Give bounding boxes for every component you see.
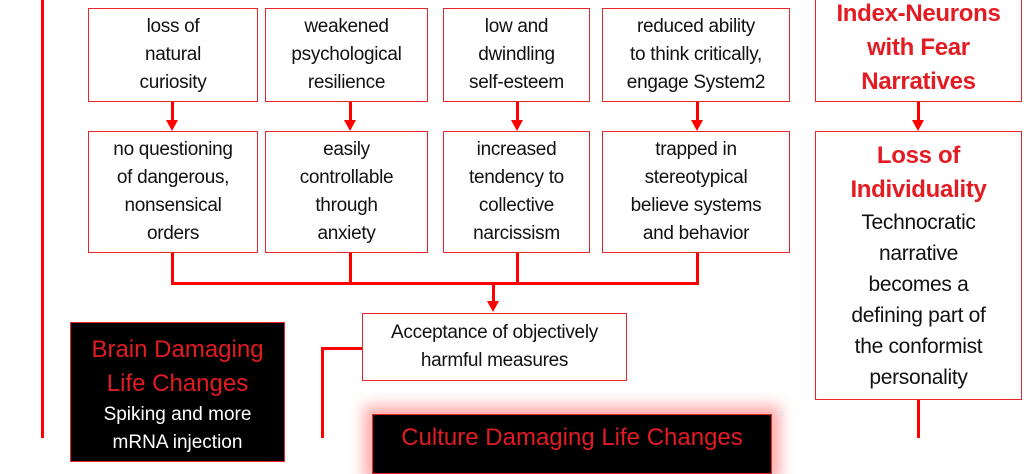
text-line: through xyxy=(315,195,378,216)
text-line: collective xyxy=(478,195,555,216)
text-line: dwindling xyxy=(478,44,555,65)
text-line: mRNA injection xyxy=(112,432,243,453)
title-line: Culture Damaging Life Changes xyxy=(401,424,743,451)
title-line: Loss of xyxy=(876,141,961,169)
text-line: the conformist xyxy=(854,334,983,358)
box-stereotypical-systems: trapped in stereotypical believe systems… xyxy=(602,131,790,253)
text-line: believe systems xyxy=(630,195,762,216)
text-line: weakened xyxy=(304,16,389,37)
connector xyxy=(349,102,352,122)
box-index-neurons: Index-Neurons with Fear Narratives xyxy=(815,0,1022,102)
left-connector-line xyxy=(41,0,44,438)
connector xyxy=(917,400,920,438)
connector xyxy=(321,347,324,438)
box-weakened-resilience: weakened psychological resilience xyxy=(265,8,428,102)
title-line: with Fear xyxy=(867,34,970,61)
box-low-self-esteem: low and dwindling self-esteem xyxy=(443,8,590,102)
text-line: anxiety xyxy=(317,223,376,244)
arrow-down-icon xyxy=(344,120,356,131)
text-line: no questioning xyxy=(113,139,233,160)
connector xyxy=(171,102,174,122)
connector xyxy=(492,282,495,302)
text-line: low and xyxy=(484,16,549,37)
connector xyxy=(171,253,174,285)
arrow-down-icon xyxy=(511,120,523,131)
connector xyxy=(917,102,920,122)
box-loss-of-individuality: Loss of Individuality Technocratic narra… xyxy=(815,131,1022,400)
box-loss-of-curiosity: loss of natural curiosity xyxy=(88,8,258,102)
connector xyxy=(696,253,699,285)
arrow-down-icon xyxy=(487,301,499,312)
box-reduced-critical-thinking: reduced ability to think critically, eng… xyxy=(602,8,790,102)
text-line: orders xyxy=(146,223,200,244)
title-line: Brain Damaging xyxy=(91,336,264,363)
text-line: Acceptance of objectively xyxy=(391,322,598,343)
text-line: reduced ability xyxy=(636,16,756,37)
text-line: and behavior xyxy=(642,223,750,244)
text-line: harmful measures xyxy=(420,350,569,371)
title-line: Index-Neurons xyxy=(836,0,1001,27)
text-line: self-esteem xyxy=(469,72,564,93)
text-line: easily xyxy=(323,139,370,160)
text-line: narcissism xyxy=(473,223,560,244)
text-line: controllable xyxy=(299,167,394,188)
text-line: loss of xyxy=(146,16,200,37)
text-line: tendency to xyxy=(469,167,564,188)
connector xyxy=(349,253,352,285)
text-line: personality xyxy=(869,365,968,389)
text-line: to think critically, xyxy=(630,44,762,65)
box-no-questioning: no questioning of dangerous, nonsensical… xyxy=(88,131,258,253)
text-line: resilience xyxy=(307,72,386,93)
connector xyxy=(696,102,699,122)
arrow-down-icon xyxy=(912,120,924,131)
box-easily-controllable: easily controllable through anxiety xyxy=(265,131,428,253)
connector xyxy=(516,102,519,122)
text-line: nonsensical xyxy=(124,195,222,216)
text-line: Spiking and more xyxy=(103,404,252,425)
box-collective-narcissism: increased tendency to collective narciss… xyxy=(443,131,590,253)
text-line: narrative xyxy=(878,241,958,265)
box-brain-damaging: Brain Damaging Life Changes Spiking and … xyxy=(70,322,285,462)
text-line: engage System2 xyxy=(626,72,766,93)
box-culture-damaging: Culture Damaging Life Changes xyxy=(372,414,772,474)
text-line: trapped in xyxy=(655,139,737,160)
title-line: Life Changes xyxy=(106,370,249,397)
text-line: curiosity xyxy=(139,72,207,93)
connector xyxy=(516,253,519,285)
text-line: natural xyxy=(145,44,201,65)
arrow-down-icon xyxy=(691,120,703,131)
box-acceptance: Acceptance of objectively harmful measur… xyxy=(362,313,627,381)
text-line: increased xyxy=(476,139,557,160)
text-line: of dangerous, xyxy=(116,167,230,188)
title-line: Narratives xyxy=(861,68,976,95)
arrow-down-icon xyxy=(166,120,178,131)
text-line: becomes a xyxy=(868,272,969,296)
text-line: stereotypical xyxy=(644,167,748,188)
text-line: defining part of xyxy=(851,303,986,327)
text-line: psychological xyxy=(291,44,402,65)
connector xyxy=(321,347,363,350)
title-line: Individuality xyxy=(850,175,987,203)
text-line: Technocratic xyxy=(861,210,976,234)
merge-line xyxy=(171,282,699,285)
